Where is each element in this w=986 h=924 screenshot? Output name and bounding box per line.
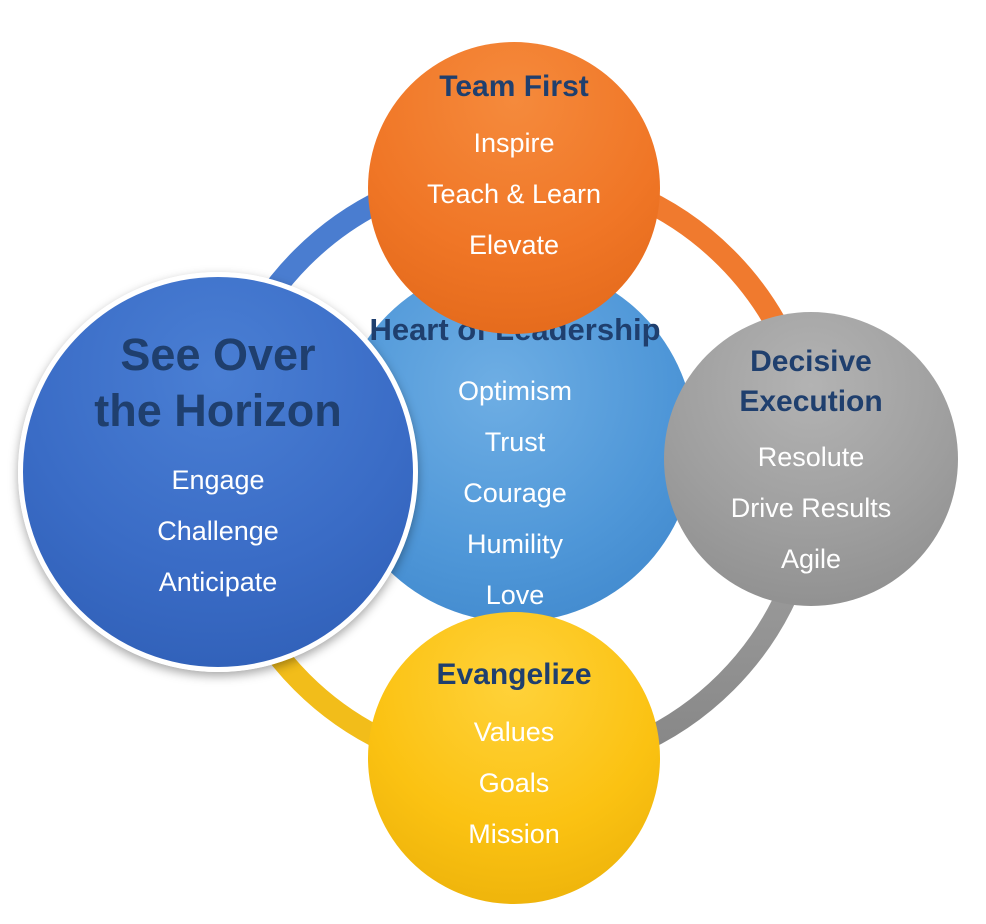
team-first-item: Teach & Learn — [426, 179, 602, 209]
team-first-circle: Team First Inspire Teach & Learn Elevate — [368, 42, 660, 334]
decisive-execution-item: Resolute — [757, 442, 865, 472]
evangelize-items: Values Goals Mission — [368, 707, 660, 860]
team-first-item: Elevate — [468, 230, 560, 260]
evangelize-item: Mission — [468, 819, 560, 849]
see-over-horizon-items: Engage Challenge Anticipate — [23, 455, 413, 608]
decisive-execution-circle: Decisive Execution Resolute Drive Result… — [664, 312, 958, 606]
see-over-horizon-title: See Over the Horizon — [23, 327, 413, 439]
heart-items: Optimism Trust Courage Humility Love — [335, 366, 695, 621]
heart-item: Love — [485, 580, 545, 610]
decisive-execution-title-line: Execution — [739, 385, 883, 418]
heart-item: Trust — [484, 427, 546, 457]
see-over-horizon-circle: See Over the Horizon Engage Challenge An… — [18, 272, 418, 672]
evangelize-item: Goals — [478, 768, 550, 798]
decisive-execution-title-line: Decisive — [750, 345, 872, 378]
evangelize-title: Evangelize — [436, 658, 592, 691]
decisive-execution-item: Agile — [780, 544, 842, 574]
see-over-horizon-item: Engage — [171, 465, 265, 495]
heart-item: Optimism — [458, 376, 572, 406]
decisive-execution-item: Drive Results — [730, 493, 892, 523]
see-over-horizon-item: Anticipate — [158, 567, 278, 597]
heart-item: Humility — [466, 529, 563, 559]
see-over-horizon-title-line: See Over — [120, 329, 316, 380]
decisive-execution-items: Resolute Drive Results Agile — [664, 432, 958, 585]
evangelize-circle: Evangelize Values Goals Mission — [368, 612, 660, 904]
evangelize-item: Values — [473, 717, 555, 747]
see-over-horizon-item: Challenge — [157, 516, 279, 546]
see-over-horizon-title-line: the Horizon — [94, 385, 342, 436]
team-first-items: Inspire Teach & Learn Elevate — [368, 118, 660, 271]
heart-item: Courage — [463, 478, 567, 508]
team-first-title: Team First — [439, 70, 589, 103]
team-first-item: Inspire — [473, 128, 555, 158]
decisive-execution-title: Decisive Execution — [664, 342, 958, 422]
